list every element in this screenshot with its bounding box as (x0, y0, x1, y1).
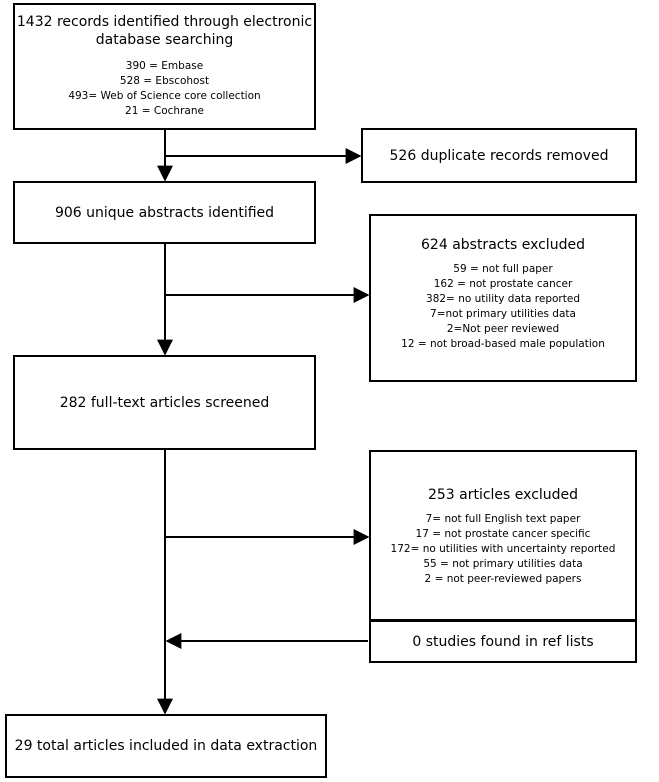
abstracts-excluded-box: 624 abstracts excluded 59 = not full pap… (369, 214, 637, 382)
records-title-line1: 1432 records identified through electron… (16, 14, 313, 30)
source-embase: 390 = Embase (125, 60, 204, 72)
included-box: 29 total articles included in data extra… (5, 714, 327, 778)
source-cochrane: 21 = Cochrane (125, 105, 204, 117)
articles-excluded-reason: 17 = not prostate cancer specific (415, 528, 591, 540)
articles-excluded-title: 253 articles excluded (427, 487, 579, 503)
duplicates-removed-box: 526 duplicate records removed (361, 128, 637, 183)
source-web-of-science: 493= Web of Science core collection (68, 90, 261, 102)
abstracts-excluded-reason: 162 = not prostate cancer (433, 278, 573, 290)
unique-abstracts-box: 906 unique abstracts identified (13, 181, 316, 244)
abstracts-excluded-reason: 7=not primary utilities data (430, 308, 576, 320)
articles-excluded-reason: 172= no utilities with uncertainty repor… (390, 543, 616, 555)
articles-excluded-box: 253 articles excluded 7= not full Englis… (369, 450, 637, 621)
abstracts-title: 906 unique abstracts identified (54, 204, 275, 221)
records-title-line2: database searching (95, 32, 234, 48)
fulltext-screened-box: 282 full-text articles screened (13, 355, 316, 450)
included-title: 29 total articles included in data extra… (14, 738, 318, 754)
articles-excluded-reason: 55 = not primary utilities data (423, 558, 583, 570)
ref-lists-title: 0 studies found in ref lists (412, 633, 594, 650)
abstracts-excluded-reason: 382= no utility data reported (426, 293, 580, 305)
articles-excluded-reason: 2 = not peer-reviewed papers (424, 573, 582, 585)
abstracts-excluded-reason: 2=Not peer reviewed (446, 323, 560, 335)
articles-excluded-reason: 7= not full English text paper (425, 513, 581, 525)
abstracts-excluded-reason: 59 = not full paper (453, 263, 553, 275)
records-identified-box: 1432 records identified through electron… (13, 3, 316, 130)
duplicates-title: 526 duplicate records removed (389, 147, 609, 164)
source-ebscohost: 528 = Ebscohost (119, 75, 210, 87)
ref-lists-box: 0 studies found in ref lists (369, 620, 637, 663)
abstracts-excluded-reason: 12 = not broad-based male population (401, 338, 605, 350)
abstracts-excluded-title: 624 abstracts excluded (421, 237, 585, 253)
fulltext-title: 282 full-text articles screened (59, 394, 270, 411)
